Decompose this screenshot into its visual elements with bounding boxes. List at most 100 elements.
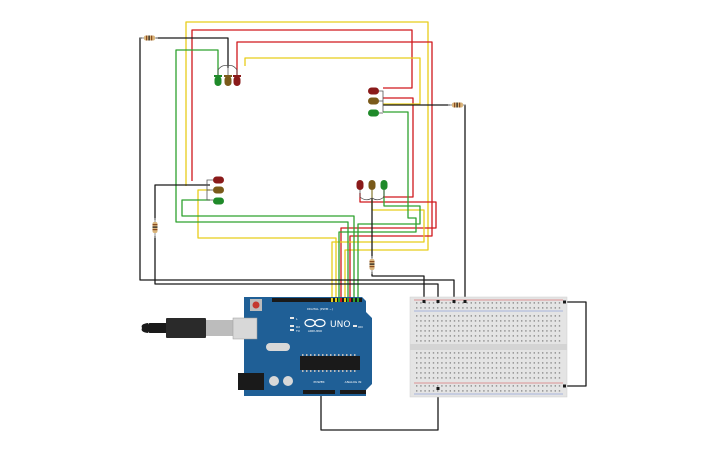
breadboard-hole[interactable]: [521, 362, 523, 364]
breadboard-hole[interactable]: [474, 302, 477, 304]
breadboard-hole[interactable]: [512, 362, 514, 364]
breadboard-hole[interactable]: [550, 335, 552, 337]
breadboard-hole[interactable]: [516, 377, 519, 379]
breadboard-hole[interactable]: [487, 367, 489, 369]
breadboard-hole[interactable]: [491, 307, 493, 309]
breadboard-hole[interactable]: [453, 315, 456, 317]
breadboard-hole[interactable]: [420, 320, 422, 322]
breadboard-hole[interactable]: [504, 330, 506, 332]
breadboard-hole[interactable]: [462, 385, 464, 387]
breadboard-hole[interactable]: [470, 377, 472, 379]
breadboard-hole[interactable]: [424, 320, 426, 322]
breadboard-hole[interactable]: [542, 307, 544, 309]
breadboard-hole[interactable]: [516, 340, 519, 342]
breadboard-hole[interactable]: [487, 302, 489, 304]
breadboard-hole[interactable]: [453, 320, 456, 322]
breadboard-hole[interactable]: [550, 357, 552, 359]
breadboard-hole[interactable]: [449, 307, 451, 309]
breadboard-hole[interactable]: [554, 340, 556, 342]
breadboard-hole[interactable]: [554, 320, 556, 322]
breadboard-hole[interactable]: [437, 330, 439, 332]
wire-yellow-right-light[interactable]: [244, 57, 421, 105]
breadboard-hole[interactable]: [487, 385, 489, 387]
breadboard-hole[interactable]: [445, 352, 447, 354]
breadboard-hole[interactable]: [416, 377, 418, 379]
breadboard-hole[interactable]: [491, 385, 493, 387]
breadboard-hole[interactable]: [445, 390, 447, 392]
breadboard-hole[interactable]: [445, 357, 447, 359]
breadboard-hole[interactable]: [512, 330, 514, 332]
breadboard-hole[interactable]: [445, 302, 447, 304]
breadboard-hole[interactable]: [416, 390, 418, 392]
breadboard-hole[interactable]: [474, 335, 477, 337]
breadboard-hole[interactable]: [445, 320, 447, 322]
breadboard-hole[interactable]: [479, 340, 481, 342]
breadboard-hole[interactable]: [558, 352, 561, 354]
breadboard-hole[interactable]: [521, 385, 523, 387]
breadboard-hole[interactable]: [458, 330, 460, 332]
breadboard-hole[interactable]: [529, 335, 531, 337]
breadboard-hole[interactable]: [525, 302, 527, 304]
breadboard-hole[interactable]: [428, 325, 430, 327]
breadboard-hole[interactable]: [441, 320, 443, 322]
breadboard-hole[interactable]: [529, 357, 531, 359]
wire-yellow-outer[interactable]: [185, 21, 429, 301]
breadboard-hole[interactable]: [483, 362, 485, 364]
breadboard-hole[interactable]: [441, 325, 443, 327]
breadboard[interactable]: [409, 296, 568, 398]
breadboard-hole[interactable]: [500, 385, 502, 387]
breadboard-hole[interactable]: [504, 367, 506, 369]
breadboard-hole[interactable]: [445, 362, 447, 364]
breadboard-hole[interactable]: [441, 385, 443, 387]
breadboard-hole[interactable]: [504, 325, 506, 327]
breadboard-hole[interactable]: [546, 302, 548, 304]
breadboard-hole[interactable]: [453, 352, 456, 354]
breadboard-hole[interactable]: [432, 307, 435, 309]
resistor-right[interactable]: [448, 102, 466, 108]
breadboard-hole[interactable]: [462, 302, 464, 304]
breadboard-hole[interactable]: [533, 307, 535, 309]
breadboard-hole[interactable]: [483, 302, 485, 304]
breadboard-hole[interactable]: [487, 352, 489, 354]
breadboard-hole[interactable]: [479, 362, 481, 364]
breadboard-hole[interactable]: [554, 367, 556, 369]
breadboard-hole[interactable]: [453, 307, 456, 309]
breadboard-hole[interactable]: [479, 390, 481, 392]
breadboard-hole[interactable]: [458, 357, 460, 359]
breadboard-hole[interactable]: [504, 352, 506, 354]
breadboard-hole[interactable]: [445, 367, 447, 369]
breadboard-hole[interactable]: [437, 362, 439, 364]
breadboard-hole[interactable]: [504, 372, 506, 374]
breadboard-hole[interactable]: [504, 362, 506, 364]
breadboard-hole[interactable]: [437, 340, 439, 342]
breadboard-hole[interactable]: [554, 352, 556, 354]
breadboard-hole[interactable]: [521, 377, 523, 379]
breadboard-hole[interactable]: [546, 367, 548, 369]
breadboard-hole[interactable]: [416, 335, 418, 337]
breadboard-hole[interactable]: [512, 320, 514, 322]
breadboard-hole[interactable]: [483, 320, 485, 322]
breadboard-hole[interactable]: [537, 377, 540, 379]
breadboard-hole[interactable]: [462, 340, 464, 342]
breadboard-hole[interactable]: [432, 302, 435, 304]
breadboard-hole[interactable]: [420, 377, 422, 379]
breadboard-hole[interactable]: [521, 372, 523, 374]
resistor-left[interactable]: [152, 218, 158, 238]
breadboard-hole[interactable]: [458, 315, 460, 317]
breadboard-hole[interactable]: [525, 390, 527, 392]
breadboard-hole[interactable]: [508, 385, 510, 387]
breadboard-hole[interactable]: [432, 385, 435, 387]
breadboard-hole[interactable]: [432, 320, 435, 322]
breadboard-hole[interactable]: [542, 357, 544, 359]
breadboard-hole[interactable]: [508, 330, 510, 332]
breadboard-hole[interactable]: [416, 315, 418, 317]
breadboard-hole[interactable]: [424, 367, 426, 369]
breadboard-hole[interactable]: [529, 362, 531, 364]
wire-red-bottom-light[interactable]: [340, 193, 437, 301]
breadboard-hole[interactable]: [491, 340, 493, 342]
breadboard-hole[interactable]: [504, 390, 506, 392]
breadboard-hole[interactable]: [558, 367, 561, 369]
breadboard-hole[interactable]: [428, 352, 430, 354]
breadboard-hole[interactable]: [554, 377, 556, 379]
breadboard-hole[interactable]: [420, 362, 422, 364]
